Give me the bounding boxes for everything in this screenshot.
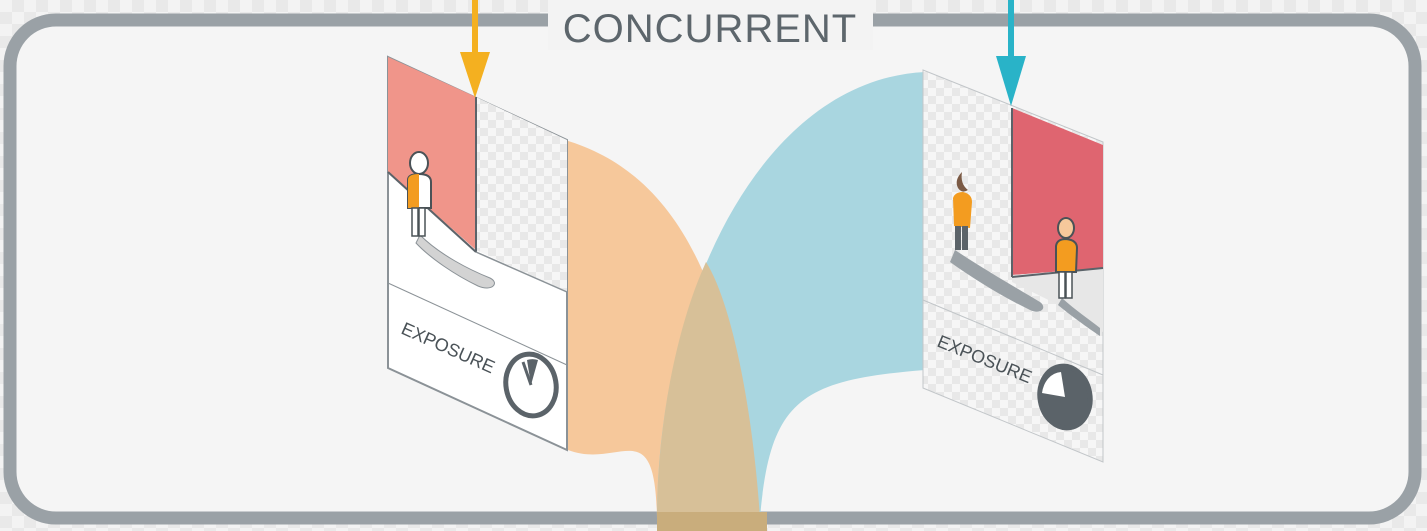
title-background (548, 0, 873, 50)
left-floor-line-2 (475, 251, 568, 293)
right-label-divider (922, 299, 1104, 376)
left-exposure-panel: EXPOSURE (387, 0, 568, 452)
diagram-title: CONCURRENT (563, 7, 857, 51)
right-person-shadow-1 (950, 250, 1044, 312)
flow-overlap (657, 262, 760, 518)
right-red-wall (1012, 108, 1103, 275)
right-exposure-panel: EXPOSURE (922, 0, 1104, 463)
bottom-connector (657, 512, 767, 531)
left-person-shadow (415, 234, 495, 289)
left-checker-area (476, 97, 567, 292)
right-person-shadow-2 (1058, 298, 1100, 336)
right-person-icon-2 (1055, 217, 1079, 299)
left-label-divider (387, 282, 568, 366)
right-timer-icon (1037, 363, 1093, 431)
left-timer-icon (503, 351, 559, 419)
right-blue-arrow (996, 0, 1026, 106)
left-person-icon (407, 151, 432, 237)
right-floor (1012, 268, 1103, 332)
left-orange-arrow (460, 0, 490, 98)
right-person-icon-1 (953, 172, 972, 250)
left-red-wall (388, 57, 476, 250)
left-floor-line (387, 171, 477, 253)
